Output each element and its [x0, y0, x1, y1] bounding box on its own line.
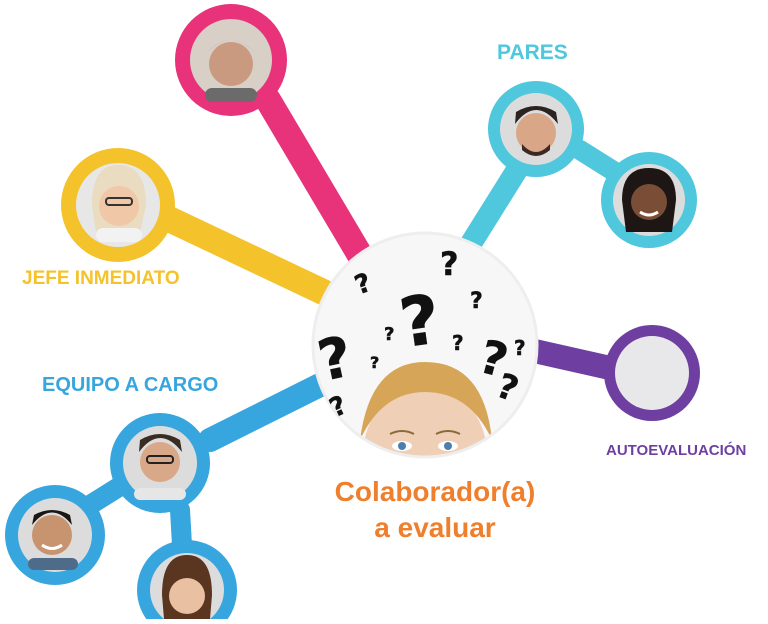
label-pares: PARES: [497, 41, 568, 64]
node-par-2: [601, 152, 697, 248]
label-colaborador-line1: Colaborador(a): [334, 476, 536, 507]
connectors: [80, 87, 625, 555]
avatar-superior: [209, 42, 253, 86]
label-autoevaluacion: AUTOEVALUACIÓN: [606, 442, 747, 459]
label-colaborador: Colaborador(a) a evaluar: [330, 474, 540, 546]
label-colaborador-line2: a evaluar: [374, 512, 496, 543]
question-mark-icon: ?: [384, 324, 394, 345]
question-mark-icon: ?: [370, 353, 379, 372]
avatar-par-1: [516, 113, 556, 153]
connector-jefe: [137, 197, 353, 313]
node-jefe-inmediato: [61, 148, 175, 262]
node-equipo-3: [137, 540, 237, 624]
node-autoevaluacion: [604, 325, 700, 421]
node-equipo-1: [110, 413, 210, 513]
avatar-par-2: [631, 184, 667, 220]
hair-center: [360, 362, 492, 440]
connector-equipo-down: [170, 500, 192, 555]
connector-auto: [518, 338, 622, 380]
label-equipo-a-cargo: EQUIPO A CARGO: [42, 374, 219, 396]
question-mark-icon: ?: [440, 245, 459, 283]
connector-equipo: [198, 373, 332, 452]
connector-superior: [255, 87, 383, 285]
question-mark-icon: ?: [514, 336, 526, 360]
connector-pares: [459, 154, 531, 256]
avatar-equipo-3: [169, 578, 205, 614]
node-equipo-2: [5, 485, 105, 585]
question-mark-icon: ?: [470, 289, 483, 314]
connector-pares-link: [570, 140, 625, 182]
node-center: ? ? ? ? ? ? ? ? ? ? ? ?: [311, 231, 539, 459]
question-mark-icon: ?: [452, 331, 464, 355]
face-center: [363, 385, 487, 457]
node-superior: [175, 4, 287, 116]
hair-superior: [205, 40, 257, 55]
node-par-1: [488, 81, 584, 177]
label-jefe-inmediato: JEFE INMEDIATO: [22, 268, 180, 289]
